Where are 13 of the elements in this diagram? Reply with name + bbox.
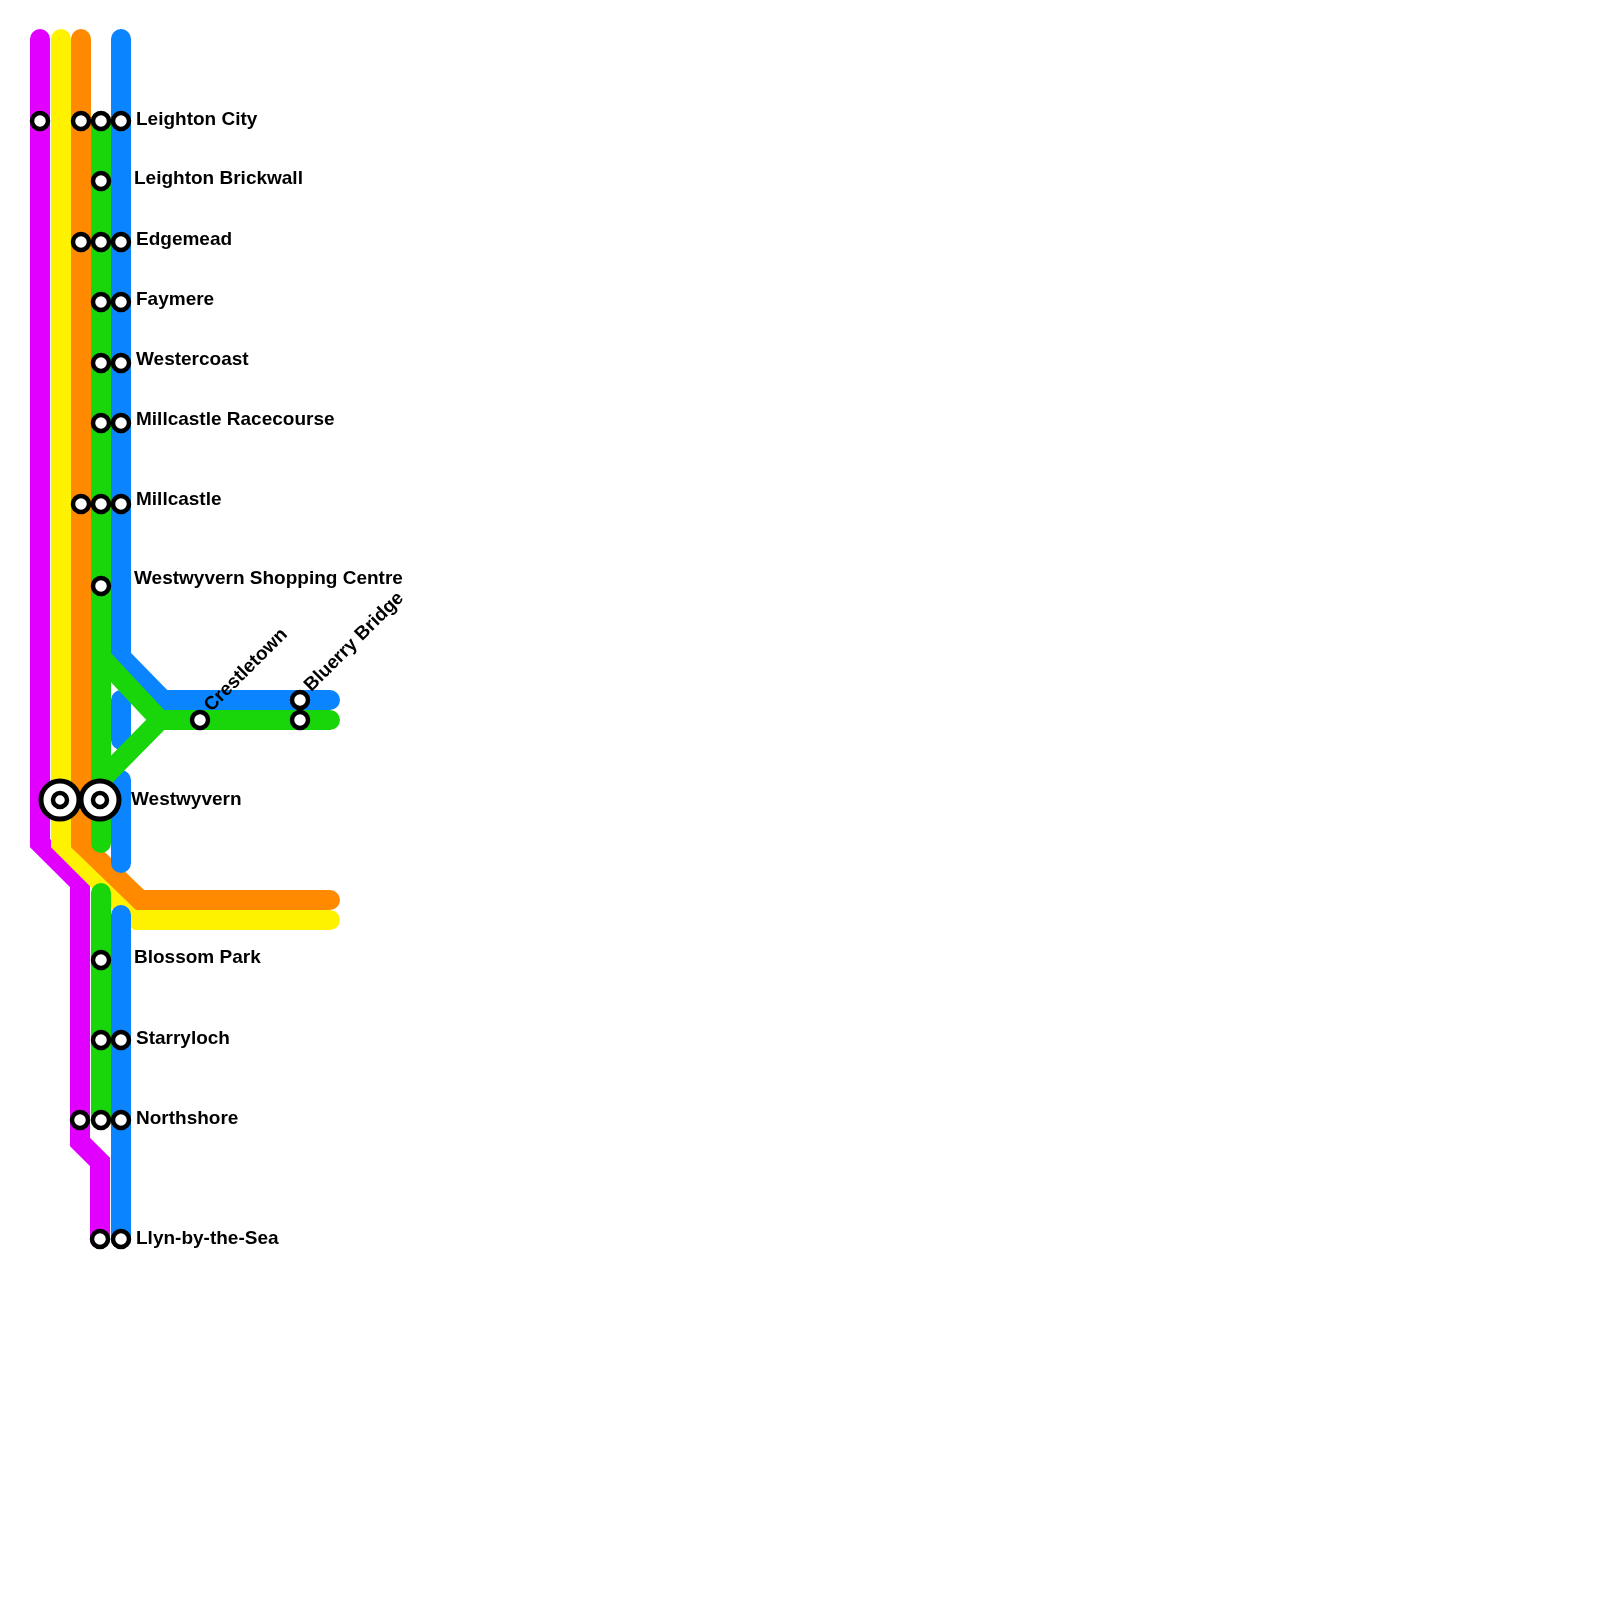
station-name: Leighton Brickwall	[134, 167, 303, 189]
station-name: Millcastle	[136, 488, 222, 510]
station-name: Llyn-by-the-Sea	[136, 1227, 279, 1249]
station-name: Westwyvern	[131, 788, 242, 810]
station-name: Starryloch	[136, 1027, 230, 1049]
station-name: Faymere	[136, 288, 215, 310]
station-name: Westwyvern Shopping Centre	[134, 567, 403, 589]
station-name: Blossom Park	[134, 946, 261, 968]
station-name: Northshore	[136, 1107, 239, 1129]
station-name: Westercoast	[136, 348, 249, 370]
station-name: Edgemead	[136, 228, 233, 250]
station-name: Millcastle Racecourse	[136, 408, 335, 430]
station-name: Leighton City	[136, 108, 258, 130]
